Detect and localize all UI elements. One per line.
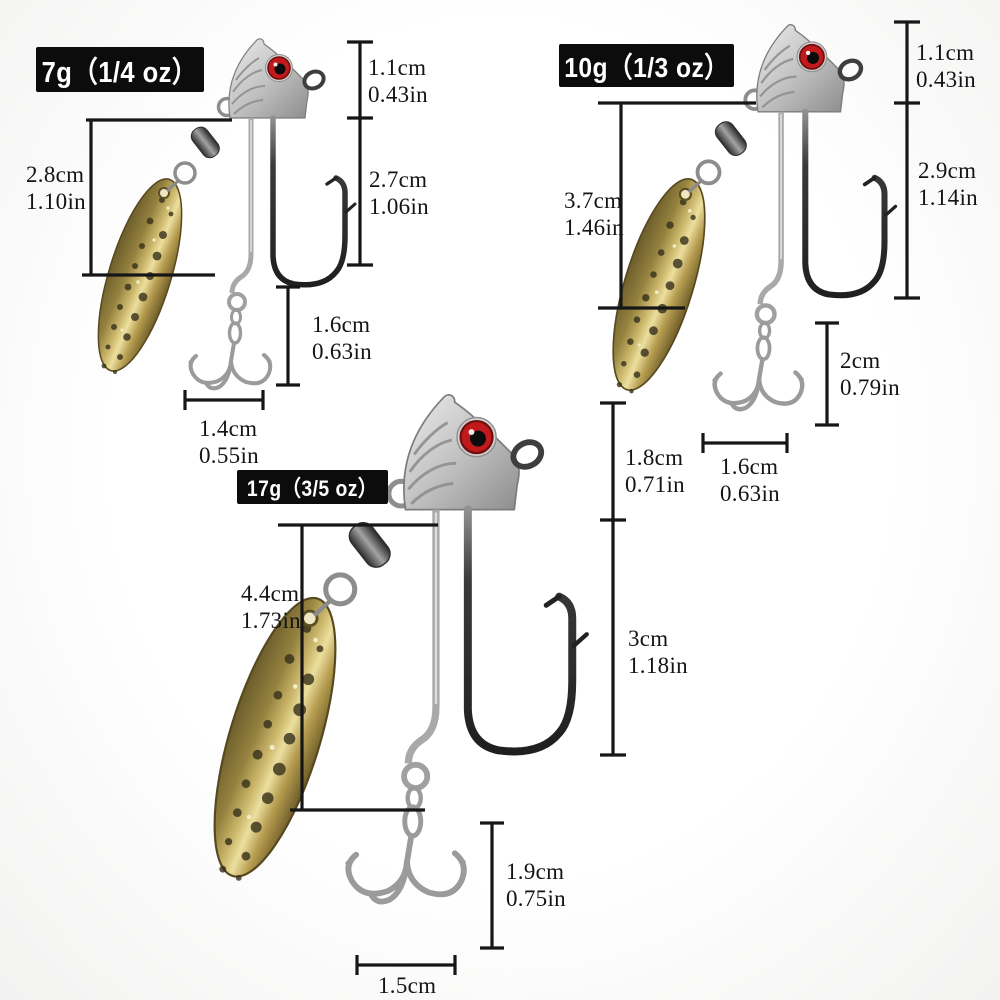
dim-label-17g-spinner-length: 4.4cm 1.73in bbox=[241, 581, 301, 634]
dim-cm: 1.6cm bbox=[312, 312, 371, 337]
weight-badge-7g: 7g（1/4 oz） bbox=[36, 47, 204, 92]
dim-line-head-height bbox=[347, 40, 373, 267]
dimension-lines-7g bbox=[82, 40, 373, 410]
weight-badge-17g: 17g（3/5 oz） bbox=[237, 470, 388, 504]
dimension-lines-17g bbox=[278, 401, 626, 975]
dim-inch: 0.43in bbox=[916, 66, 976, 92]
dim-inch: 1.06in bbox=[369, 193, 429, 219]
dim-inch: 1.14in bbox=[918, 184, 978, 210]
dim-cm: 1.1cm bbox=[916, 40, 975, 65]
dim-line-head-height bbox=[600, 401, 626, 757]
dim-label-7g-hook-length: 2.7cm 1.06in bbox=[369, 167, 429, 220]
dim-label-17g-hook-length: 3cm 1.18in bbox=[628, 626, 688, 679]
dim-inch: 1.73in bbox=[241, 607, 301, 633]
dim-line-spinner-length bbox=[598, 101, 756, 310]
weight-label-10g: 10g（1/3 oz） bbox=[563, 51, 730, 83]
dim-inch: 0.43in bbox=[368, 81, 428, 107]
dim-cm: 3cm bbox=[628, 626, 669, 651]
dim-cm: 1.9cm bbox=[506, 859, 565, 884]
dim-label-7g-head-height: 1.1cm 0.43in bbox=[368, 55, 428, 108]
dim-cm: 4.4cm bbox=[241, 581, 300, 606]
dim-cm: 1.4cm bbox=[199, 416, 258, 441]
dim-cm: 3.7cm bbox=[564, 188, 623, 213]
dim-inch: 0.75in bbox=[506, 885, 566, 911]
dim-line-treble-length bbox=[480, 821, 504, 950]
dimension-lines-10g bbox=[598, 20, 920, 453]
dim-inch: 0.55in bbox=[199, 442, 259, 468]
dim-label-17g-head-height: 1.8cm 0.71in bbox=[625, 445, 685, 498]
dim-label-10g-spinner-length: 3.7cm 1.46in bbox=[564, 188, 624, 241]
dim-inch: 0.79in bbox=[840, 374, 900, 400]
dim-inch: 1.18in bbox=[628, 652, 688, 678]
dim-inch: 1.46in bbox=[564, 214, 624, 240]
weight-label-7g: 7g（1/4 oz） bbox=[41, 56, 199, 89]
dim-cm: 2cm bbox=[840, 348, 881, 373]
dim-cm: 1.6cm bbox=[720, 454, 779, 479]
dim-line-spinner-length bbox=[82, 118, 232, 277]
dim-label-10g-treble-width: 1.6cm 0.63in bbox=[720, 454, 780, 507]
dim-cm: 1.1cm bbox=[368, 55, 427, 80]
dim-line-spinner-length bbox=[278, 523, 438, 812]
dim-inch: 1.10in bbox=[26, 188, 86, 214]
dim-cm: 2.9cm bbox=[918, 158, 977, 183]
dim-line-treble-length bbox=[276, 285, 300, 387]
dim-cm: 2.8cm bbox=[26, 162, 85, 187]
dim-label-17g-treble-length: 1.9cm 0.75in bbox=[506, 859, 566, 912]
dim-label-10g-treble-length: 2cm 0.79in bbox=[840, 348, 900, 401]
dim-inch: 0.63in bbox=[312, 338, 372, 364]
dim-label-7g-treble-length: 1.6cm 0.63in bbox=[312, 312, 372, 365]
dim-label-10g-hook-length: 2.9cm 1.14in bbox=[918, 158, 978, 211]
dim-cm: 1.5cm bbox=[378, 973, 437, 998]
weight-label-17g: 17g（3/5 oz） bbox=[247, 476, 378, 501]
dim-label-7g-treble-width: 1.4cm 0.55in bbox=[199, 416, 259, 469]
dim-line-treble-width bbox=[183, 390, 265, 410]
dim-inch: 0.71in bbox=[625, 471, 685, 497]
dim-line-treble-width bbox=[355, 955, 457, 975]
dim-label-17g-treble-width: 1.5cm bbox=[378, 973, 436, 1000]
dim-label-7g-spinner-length: 2.8cm 1.10in bbox=[26, 162, 86, 215]
weight-badge-10g: 10g（1/3 oz） bbox=[559, 44, 734, 87]
dim-cm: 2.7cm bbox=[369, 167, 428, 192]
dim-line-head-height bbox=[894, 20, 920, 300]
dim-line-treble-width bbox=[701, 433, 789, 453]
dim-line-treble-length bbox=[815, 321, 839, 427]
dim-inch: 0.63in bbox=[720, 480, 780, 506]
dim-label-10g-head-height: 1.1cm 0.43in bbox=[916, 40, 976, 93]
dim-cm: 1.8cm bbox=[625, 445, 684, 470]
